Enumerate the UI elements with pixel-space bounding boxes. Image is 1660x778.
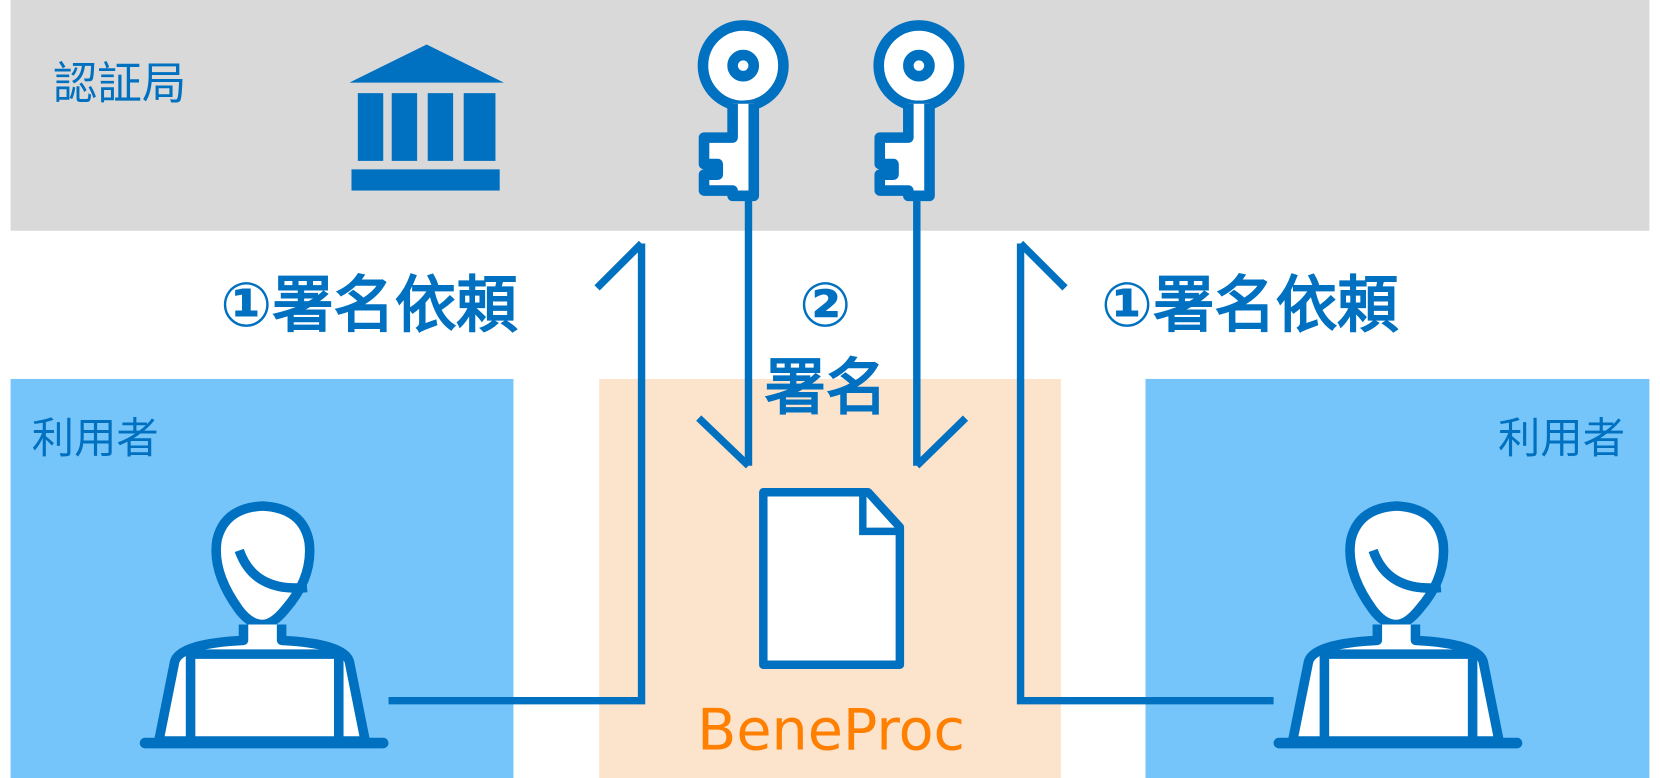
document-fold bbox=[859, 492, 900, 536]
certificate-authority-region bbox=[10, 0, 1650, 231]
key-icon bbox=[873, 20, 965, 202]
beneproc-label: BeneProc bbox=[697, 697, 965, 763]
sign-label: 署名 bbox=[764, 353, 887, 424]
bank-icon bbox=[349, 44, 504, 191]
sign-arrow-right bbox=[913, 195, 969, 469]
user-laptop-icon bbox=[1273, 501, 1523, 749]
sign-arrow-left bbox=[696, 195, 753, 469]
request-arrow-right bbox=[1016, 240, 1274, 705]
user-laptop-icon bbox=[139, 501, 389, 749]
sign-step-number: ② bbox=[799, 270, 851, 341]
user-label-left: 利用者 bbox=[32, 414, 159, 463]
request-label-left: ①署名依頼 bbox=[220, 270, 518, 341]
document-icon bbox=[759, 487, 905, 669]
authority-label: 認証局 bbox=[53, 58, 186, 109]
request-arrow-left bbox=[388, 240, 646, 705]
key-icon bbox=[697, 20, 789, 202]
request-label-right: ①署名依頼 bbox=[1101, 270, 1399, 341]
user-label-right: 利用者 bbox=[1498, 414, 1625, 463]
